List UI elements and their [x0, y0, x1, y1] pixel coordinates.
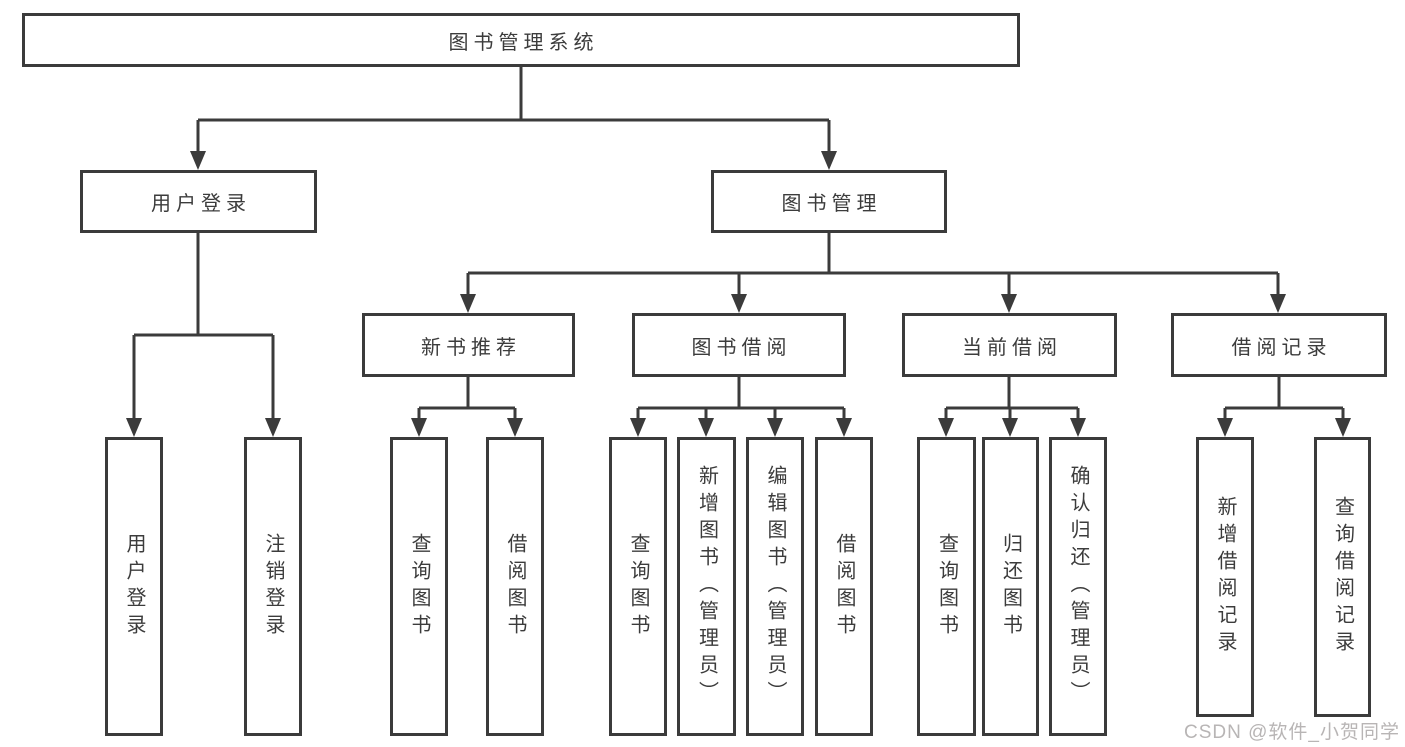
leaf-query-books-recommend: 查询图书 — [390, 437, 448, 736]
node-label: 用户登录 — [151, 193, 251, 215]
leaf-borrow-books-borrowing: 借阅图书 — [815, 437, 873, 736]
node-label: 查询图书 — [627, 532, 649, 641]
arrowhead-down-icon — [630, 418, 646, 437]
node-label: 借阅图书 — [833, 532, 855, 641]
node-label: 确认归还（管理员） — [1067, 465, 1089, 708]
leaf-edit-book-admin: 编辑图书（管理员） — [746, 437, 804, 736]
arrowhead-down-icon — [938, 418, 954, 437]
arrowhead-down-icon — [190, 151, 206, 170]
arrowhead-down-icon — [698, 418, 714, 437]
node-current-borrowing: 当前借阅 — [902, 313, 1117, 377]
connector-bookmgmt-to-sections — [460, 233, 1286, 313]
leaf-confirm-return-admin: 确认归还（管理员） — [1049, 437, 1107, 736]
leaf-query-books-borrowing: 查询图书 — [609, 437, 667, 736]
arrowhead-down-icon — [460, 294, 476, 313]
leaf-query-books-current: 查询图书 — [917, 437, 976, 736]
node-label: 借阅图书 — [504, 532, 526, 641]
node-new-book-recommend: 新书推荐 — [362, 313, 575, 377]
arrowhead-down-icon — [821, 151, 837, 170]
leaf-query-borrow-record: 查询借阅记录 — [1314, 437, 1371, 717]
node-book-borrowing: 图书借阅 — [632, 313, 846, 377]
connector-root-to-branches — [190, 67, 837, 170]
node-label: 注销登录 — [262, 532, 284, 641]
node-label: 新增借阅记录 — [1214, 496, 1236, 658]
arrowhead-down-icon — [1070, 418, 1086, 437]
leaf-return-book: 归还图书 — [982, 437, 1039, 736]
leaf-borrow-books-recommend: 借阅图书 — [486, 437, 544, 736]
arrowhead-down-icon — [1217, 418, 1233, 437]
node-label: 查询图书 — [935, 532, 958, 641]
arrowhead-down-icon — [411, 418, 427, 437]
node-label: 查询借阅记录 — [1331, 496, 1354, 658]
arrowhead-down-icon — [265, 418, 281, 437]
arrowhead-down-icon — [1335, 418, 1351, 437]
node-label: 图书管理系统 — [448, 31, 599, 54]
arrowhead-down-icon — [507, 418, 523, 437]
connector-current-to-leaves — [938, 377, 1086, 437]
arrowhead-down-icon — [126, 418, 142, 437]
connector-borrow-to-leaves — [630, 377, 852, 437]
node-library-management-system: 图书管理系统 — [22, 13, 1020, 67]
node-label: 新增图书（管理员） — [695, 465, 718, 708]
node-borrowing-records: 借阅记录 — [1171, 313, 1387, 377]
leaf-add-book-admin: 新增图书（管理员） — [677, 437, 736, 736]
arrowhead-down-icon — [1002, 418, 1018, 437]
connector-userlogin-to-leaves — [126, 233, 281, 437]
node-label: 当前借阅 — [962, 336, 1062, 359]
node-label: 用户登录 — [123, 532, 145, 641]
connector-records-to-leaves — [1217, 377, 1351, 437]
node-label: 借阅记录 — [1231, 336, 1332, 359]
connector-newbook-to-leaves — [411, 377, 523, 437]
leaf-add-borrow-record: 新增借阅记录 — [1196, 437, 1254, 717]
arrowhead-down-icon — [1270, 294, 1286, 313]
node-label: 图书借阅 — [691, 336, 792, 359]
arrowhead-down-icon — [1001, 294, 1017, 313]
leaf-user-login: 用户登录 — [105, 437, 163, 736]
arrowhead-down-icon — [836, 418, 852, 437]
arrowhead-down-icon — [731, 294, 747, 313]
csdn-watermark: CSDN @软件_小贺同学 — [1184, 722, 1400, 743]
node-label: 编辑图书（管理员） — [764, 465, 786, 708]
node-book-management: 图书管理 — [711, 170, 947, 233]
node-label: 图书管理 — [781, 193, 882, 215]
node-user-login: 用户登录 — [80, 170, 317, 233]
node-label: 归还图书 — [999, 532, 1022, 641]
node-label: 查询图书 — [408, 532, 430, 641]
leaf-logout: 注销登录 — [244, 437, 302, 736]
node-label: 新书推荐 — [421, 336, 521, 359]
arrowhead-down-icon — [767, 418, 783, 437]
